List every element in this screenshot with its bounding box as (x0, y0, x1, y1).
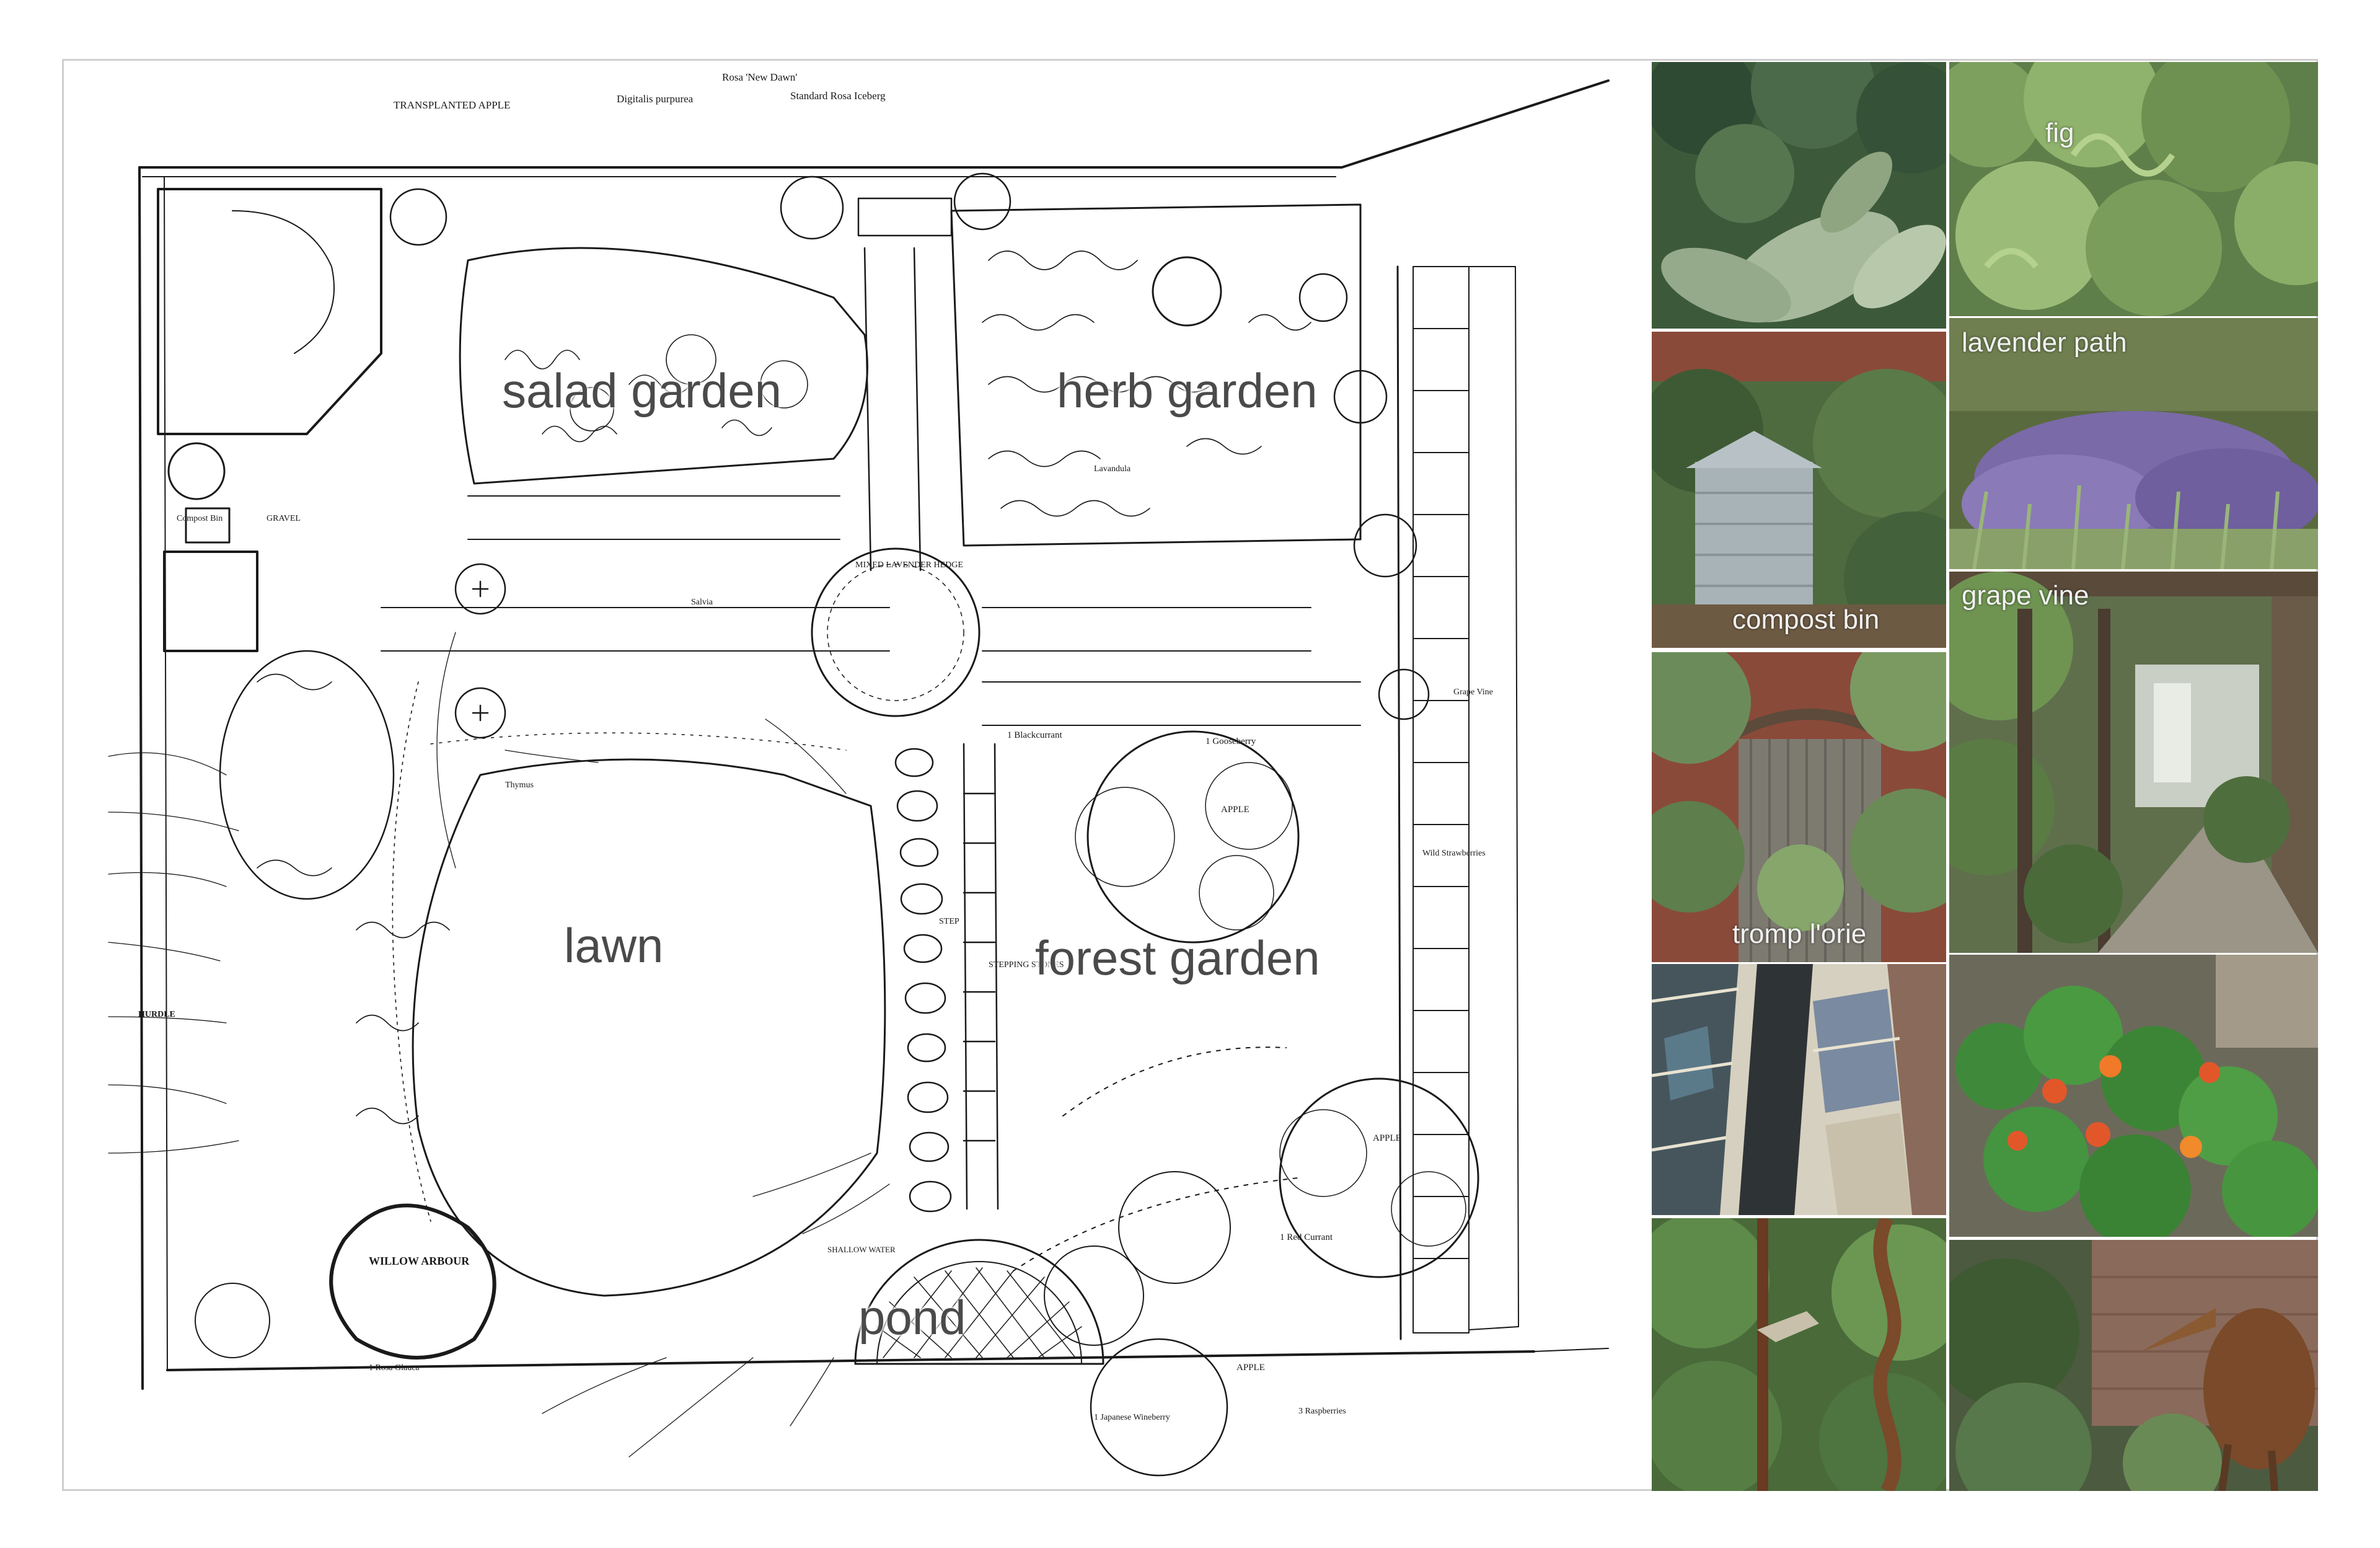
central-path (863, 247, 922, 572)
boundary-wall-left (138, 166, 144, 1390)
note-digitalis: Digitalis purpurea (617, 93, 694, 105)
pond-outline (854, 1239, 1104, 1365)
note-shallow-water: SHALLOW WATER (827, 1245, 896, 1254)
photo-caption-fig: fig (2045, 118, 2074, 148)
note-stepping-stones: STEPPING STONES (989, 960, 1064, 970)
japanese-wineberry-canopy (1090, 1338, 1228, 1477)
note-compost: Compost Bin (177, 514, 223, 523)
zone-label-forest-garden: forest garden (1035, 931, 1320, 985)
note-gravel: GRAVEL (267, 514, 301, 523)
mixed-lavender-hedge (811, 547, 981, 717)
boundary-wall (138, 79, 1610, 169)
left-border-planting (219, 650, 450, 1222)
zone-label-salad-garden: salad garden (502, 363, 782, 418)
photo-grape-vine: grape vine (1949, 572, 2318, 953)
note-willow-arbour: WILLOW ARBOUR (369, 1255, 470, 1267)
lawn-outline (412, 758, 886, 1297)
note-hurdle: HURDLE (138, 1010, 175, 1019)
note-red-currant: 1 Red Currant (1280, 1232, 1333, 1242)
note-rosa-glauca: 1 Rosa Glauca (369, 1363, 420, 1373)
zone-label-pond: pond (858, 1290, 966, 1345)
photo-caption-lavender-path: lavender path (1962, 327, 2127, 358)
salad-scribbles (505, 334, 808, 443)
note-apple-1: APPLE (1221, 805, 1250, 815)
photo-tromp-loeil: tromp l'orie (1652, 652, 1946, 962)
note-step: STEP (939, 917, 959, 926)
note-gooseberry: 1 Gooseberry (1205, 736, 1256, 746)
note-transplanted-apple: TRANSPLANTED APPLE (394, 99, 510, 111)
note-apple-2: APPLE (1373, 1133, 1401, 1143)
note-grape-vine: Grape Vine (1453, 688, 1493, 697)
middle-path (381, 607, 1311, 652)
zone-label-lawn: lawn (564, 918, 664, 973)
photo-fig: fig (1949, 62, 2318, 316)
photo-compost-bin: compost bin (1652, 332, 1946, 648)
photo-rusty-bird-sculpture (1949, 1240, 2318, 1491)
photo-kale-sage (1652, 62, 1946, 329)
note-raspberries: 3 Raspberries (1298, 1407, 1346, 1416)
garden-plan-drawing: TRANSPLANTED APPLE Rosa 'New Dawn' Stand… (108, 71, 1610, 1477)
note-rosa-new-dawn: Rosa 'New Dawn' (722, 71, 797, 83)
herb-scribbles (982, 250, 1311, 517)
note-lavender: Lavandula (1094, 464, 1131, 474)
photo-caption-tromp-loeil: tromp l'orie (1732, 919, 1867, 949)
photo-sculptures (1652, 1218, 1946, 1491)
note-apple-3: APPLE (1236, 1363, 1265, 1373)
photo-caption-grape-vine: grape vine (1962, 580, 2089, 611)
note-wild-strawberries: Wild Strawberries (1422, 849, 1486, 858)
photo-caption-compost-bin: compost bin (1732, 604, 1880, 635)
photo-lavender-path: lavender path (1949, 318, 2318, 569)
stepping-stones (894, 743, 999, 1213)
photo-mosaic (1652, 964, 1946, 1215)
forest-tree-canopy-1 (1086, 730, 1300, 944)
garden-bench (163, 551, 258, 652)
zone-label-herb-garden: herb garden (1057, 363, 1318, 418)
upper-path (467, 495, 840, 540)
note-blackcurrant: 1 Blackcurrant (1007, 730, 1063, 740)
note-mixed-lavender-hedge: MIXED LAVENDER HEDGE (855, 560, 963, 570)
boundary-wall-right (1396, 265, 1402, 1340)
willow-arbour (329, 1203, 496, 1360)
herb-garden-bed (950, 203, 1362, 547)
forest-tree-canopy-2 (1279, 1077, 1479, 1278)
note-standard-rosa: Standard Rosa Iceberg (790, 90, 886, 102)
note-thymus: Thymus (505, 781, 534, 790)
note-sage: Salvia (691, 598, 713, 607)
note-japanese-wineberry: 1 Japanese Wineberry (1094, 1413, 1170, 1422)
photo-nasturtiums (1949, 955, 2318, 1237)
brick-wall (1413, 266, 1519, 1333)
boundary-wall-bottom (166, 1350, 1535, 1371)
top-left-bed (157, 188, 382, 435)
